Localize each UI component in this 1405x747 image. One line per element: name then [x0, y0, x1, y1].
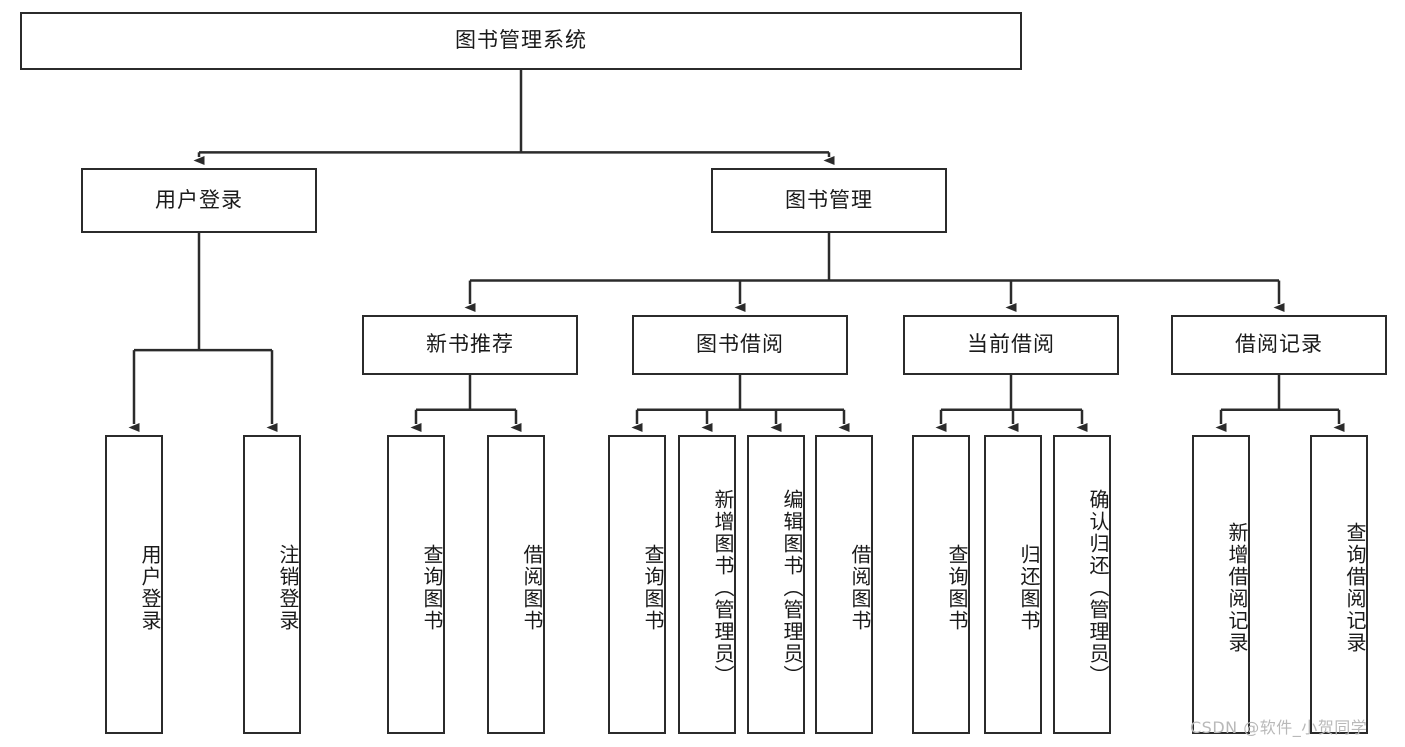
node-l3-a1[interactable]: 用户登录	[105, 435, 163, 734]
node-label: 查询图书	[420, 543, 444, 632]
node-l2-records[interactable]: 借阅记录	[1171, 315, 1387, 375]
node-label: 图书管理系统	[455, 28, 587, 53]
node-label: 借阅记录	[1235, 332, 1323, 357]
node-l1-user-login[interactable]: 用户登录	[81, 168, 317, 233]
node-l3-b2[interactable]: 借阅图书	[487, 435, 545, 734]
node-l3-c3[interactable]: 编辑图书（管理员）	[747, 435, 805, 734]
node-root[interactable]: 图书管理系统	[20, 12, 1022, 70]
node-label: 用户登录	[138, 543, 162, 632]
node-label: 编辑图书（管理员）	[780, 488, 804, 687]
node-l3-b1[interactable]: 查询图书	[387, 435, 445, 734]
node-label: 查询图书	[945, 543, 969, 632]
node-l1-book-mgmt[interactable]: 图书管理	[711, 168, 947, 233]
node-l3-c1[interactable]: 查询图书	[608, 435, 666, 734]
node-label: 注销登录	[276, 543, 300, 632]
node-l3-d2[interactable]: 归还图书	[984, 435, 1042, 734]
node-label: 查询借阅记录	[1343, 521, 1367, 654]
node-l2-current[interactable]: 当前借阅	[903, 315, 1119, 375]
node-l3-d1[interactable]: 查询图书	[912, 435, 970, 734]
node-l3-c4[interactable]: 借阅图书	[815, 435, 873, 734]
node-label: 用户登录	[155, 187, 243, 212]
node-label: 图书管理	[785, 187, 873, 212]
node-label: 新增图书（管理员）	[711, 488, 735, 687]
node-label: 当前借阅	[967, 332, 1055, 357]
node-l3-d3[interactable]: 确认归还（管理员）	[1053, 435, 1111, 734]
node-l3-e1[interactable]: 新增借阅记录	[1192, 435, 1250, 734]
node-label: 查询图书	[641, 543, 665, 632]
node-l2-borrow[interactable]: 图书借阅	[632, 315, 848, 375]
node-l3-c2[interactable]: 新增图书（管理员）	[678, 435, 736, 734]
node-l2-new-book[interactable]: 新书推荐	[362, 315, 578, 375]
node-label: 归还图书	[1017, 543, 1041, 632]
node-label: 新增借阅记录	[1225, 521, 1249, 654]
node-label: 确认归还（管理员）	[1086, 488, 1110, 687]
node-label: 图书借阅	[696, 332, 784, 357]
node-label: 借阅图书	[848, 543, 872, 632]
node-label: 借阅图书	[520, 543, 544, 632]
node-l3-e2[interactable]: 查询借阅记录	[1310, 435, 1368, 734]
edges	[128, 70, 1345, 432]
node-label: 新书推荐	[426, 332, 514, 357]
node-l3-a2[interactable]: 注销登录	[243, 435, 301, 734]
